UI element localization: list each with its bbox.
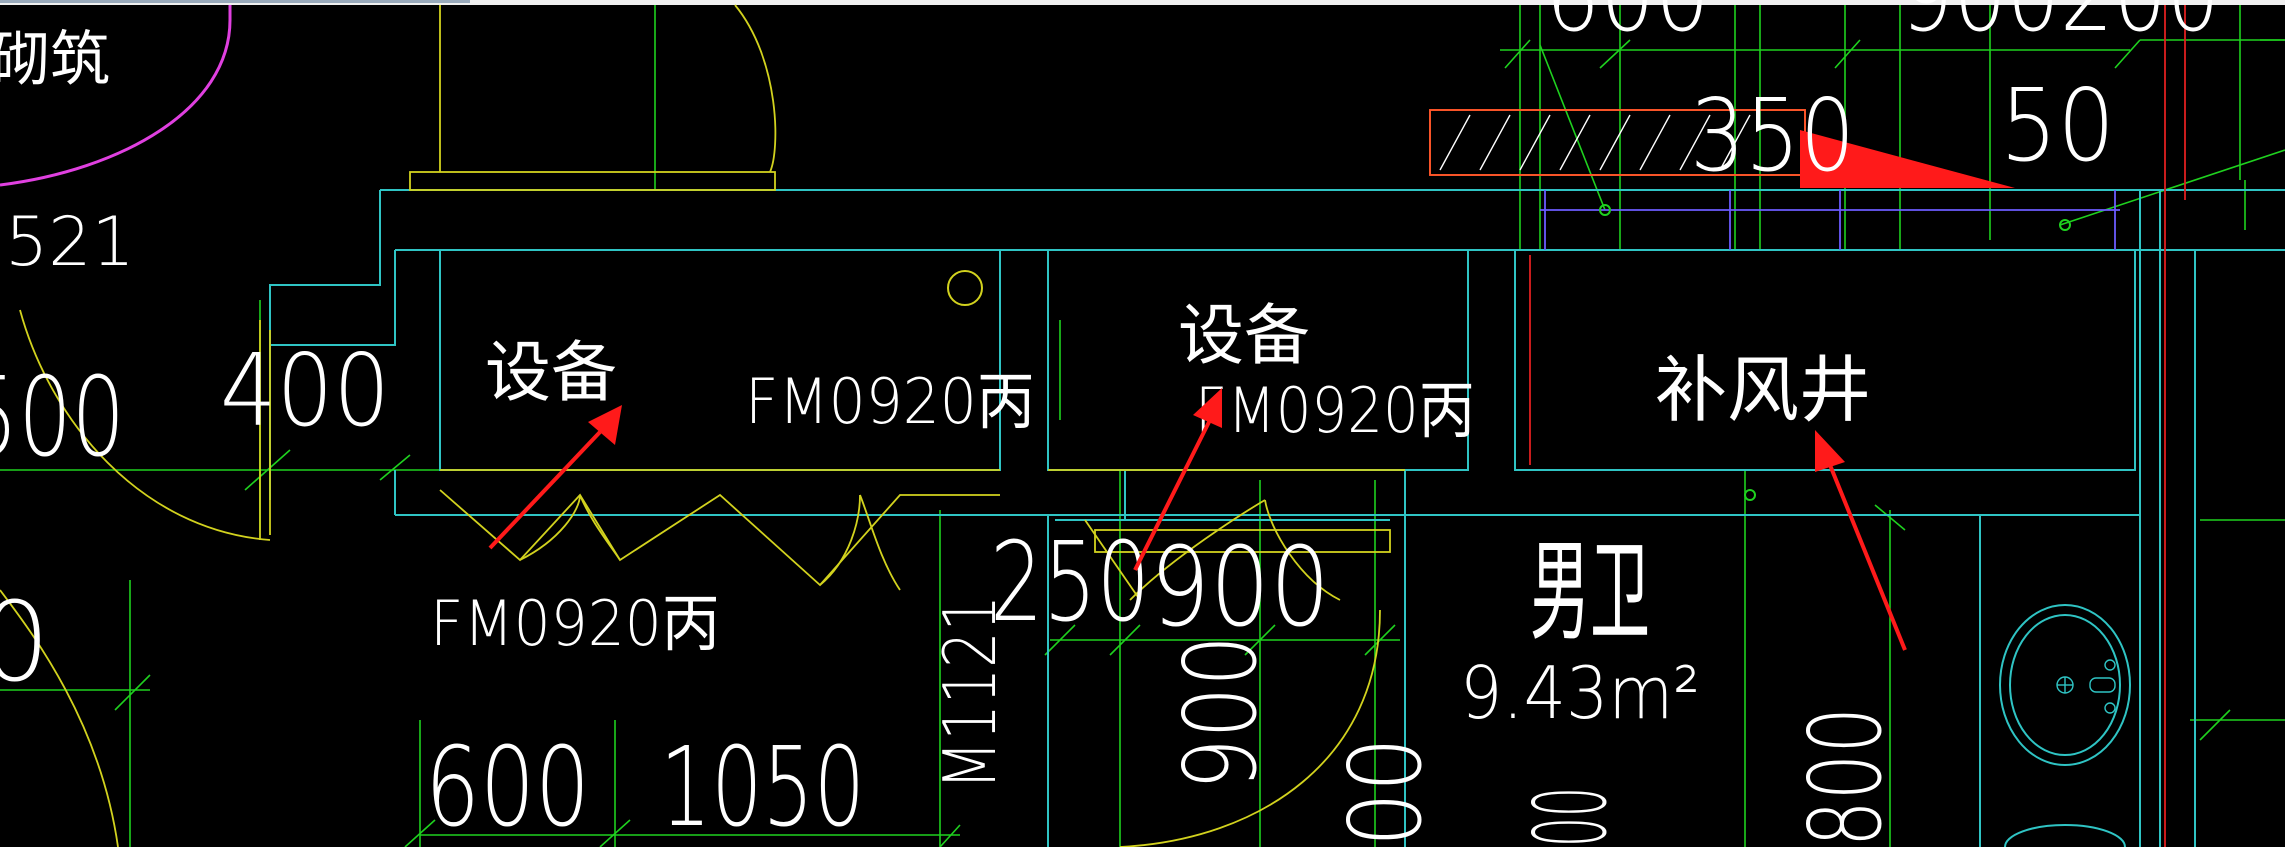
annotation-arrows xyxy=(488,388,1907,651)
label-masonry: 砌筑 xyxy=(0,25,110,95)
dim-400: 400 xyxy=(220,332,390,449)
window-top-tab xyxy=(0,0,470,3)
door-label-fm-c: FM0920丙 xyxy=(430,587,720,660)
door-label-fm-b: FM0920丙 xyxy=(1195,374,1475,447)
dim-800-vertical: 800 xyxy=(1787,707,1904,847)
window-top-edge xyxy=(0,0,2285,5)
dim-0: 0 xyxy=(0,578,50,706)
dim-521: 521 xyxy=(5,203,135,282)
doors xyxy=(0,4,1405,847)
dim-top-600: 600 xyxy=(1545,0,1710,54)
dim-900-horizontal: 900 xyxy=(1150,523,1330,651)
red-arrow-icon xyxy=(488,405,622,550)
room-label-equipment-1: 设备 xyxy=(485,334,617,411)
dim-top-900200: 900200 xyxy=(1900,0,2220,54)
circle-markers xyxy=(947,204,2071,501)
door-label-m1121: M1121 xyxy=(928,595,1012,790)
red-arrow-icon xyxy=(1815,430,1907,651)
sink-icon xyxy=(1999,604,2131,766)
dim-50: 50 xyxy=(2000,67,2115,184)
dim-350: 350 xyxy=(1690,77,1855,194)
room-label-mens: 男卫 xyxy=(1530,528,1650,656)
door-label-fm-a: FM0920丙 xyxy=(745,365,1035,438)
magenta-arc xyxy=(0,5,232,187)
circle-marker-icon xyxy=(947,270,983,306)
dim-00-vertical-1: 00 xyxy=(1327,737,1444,847)
area-value: 9.43m² xyxy=(1460,651,1700,735)
dim-900-vertical: 900 xyxy=(1162,635,1279,790)
dim-250: 250 xyxy=(990,518,1150,646)
shaft-label: 补风井 xyxy=(1655,348,1871,432)
dim-500: 500 xyxy=(0,353,125,481)
duct-edges xyxy=(1540,190,2120,250)
dim-1050: 1050 xyxy=(660,723,865,847)
red-wedge xyxy=(1800,130,2015,188)
dim-00-vertical-2: 00 xyxy=(1512,787,1629,847)
room-label-equipment-2: 设备 xyxy=(1178,297,1310,374)
red-arrow-icon xyxy=(1133,388,1222,571)
dim-600: 600 xyxy=(425,723,590,847)
